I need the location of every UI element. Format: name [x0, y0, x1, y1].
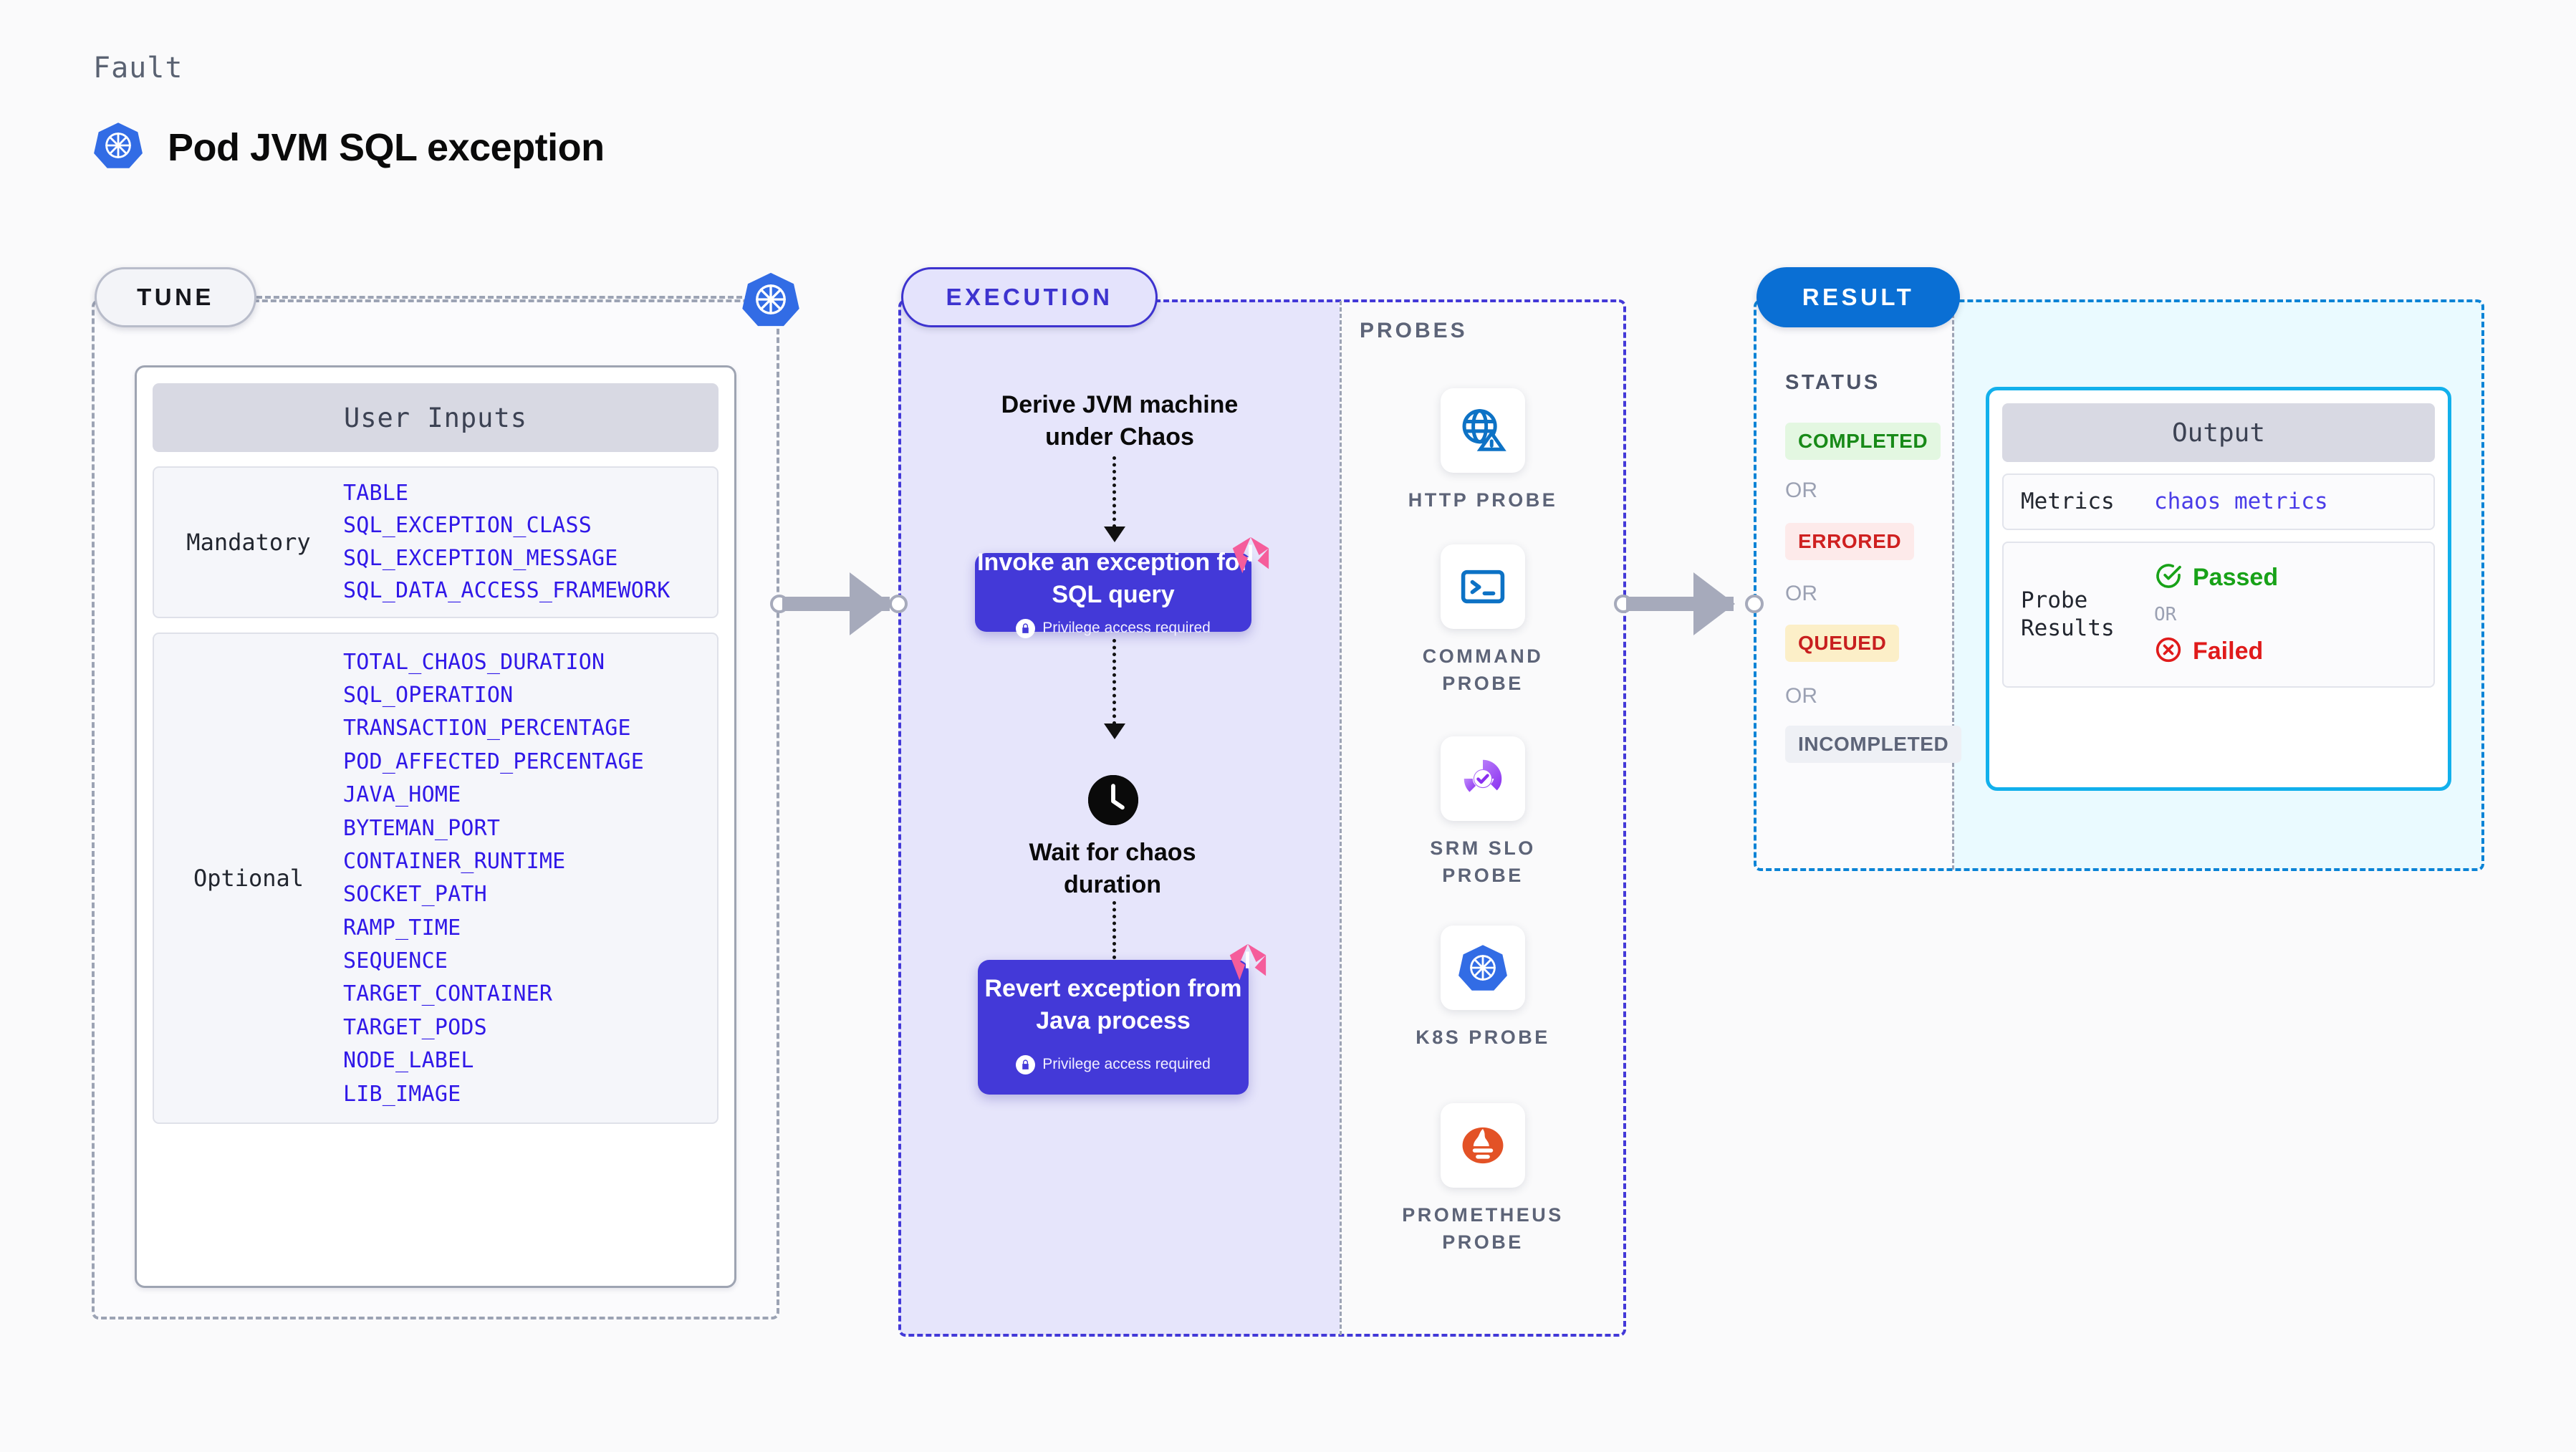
- input-item[interactable]: CONTAINER_RUNTIME: [343, 848, 566, 874]
- probe-result-failed: Failed: [2154, 635, 2278, 668]
- input-item[interactable]: SQL_EXCEPTION_MESSAGE: [343, 545, 618, 571]
- output-card: Output Metrics chaos metrics Probe Resul…: [1986, 387, 2451, 791]
- input-item[interactable]: TARGET_CONTAINER: [343, 981, 553, 1007]
- result-status-column: [1755, 301, 1954, 870]
- probe-results-label: Probe Results: [2021, 587, 2115, 641]
- terminal-icon: [1441, 544, 1525, 629]
- input-item[interactable]: SOCKET_PATH: [343, 882, 487, 908]
- probe-label: COMMAND PROBE: [1422, 645, 1544, 694]
- output-probe-results-row: Probe Results Passed OR: [2002, 541, 2435, 688]
- probe-label: HTTP PROBE: [1408, 489, 1558, 511]
- input-item[interactable]: SQL_DATA_ACCESS_FRAMEWORK: [343, 578, 671, 604]
- probe-http[interactable]: HTTP PROBE: [1393, 388, 1572, 514]
- user-inputs-header: User Inputs: [153, 383, 719, 452]
- mandatory-inputs-section: Mandatory TABLE SQL_EXCEPTION_CLASS SQL_…: [153, 466, 719, 618]
- execution-step-wait-duration: Wait for chaos duration: [1029, 839, 1196, 898]
- kubernetes-icon: [741, 270, 800, 329]
- probe-k8s[interactable]: K8S PROBE: [1393, 925, 1572, 1052]
- kubernetes-icon: [93, 120, 143, 174]
- optional-label: Optional: [193, 864, 304, 892]
- fault-eyebrow-label: Fault: [93, 52, 183, 85]
- probe-prometheus[interactable]: PROMETHEUS PROBE: [1393, 1103, 1572, 1256]
- privilege-note: Privilege access required: [1016, 1054, 1211, 1074]
- or-separator: OR: [1785, 684, 1817, 708]
- status-badge-errored: ERRORED: [1785, 523, 1915, 560]
- optional-inputs-section: Optional TOTAL_CHAOS_DURATION SQL_OPERAT…: [153, 632, 719, 1125]
- probes-section-label: PROBES: [1360, 319, 1468, 342]
- page-title: Pod JVM SQL exception: [168, 125, 605, 169]
- result-stage-pill[interactable]: RESULT: [1756, 267, 1960, 327]
- output-header: Output: [2002, 403, 2435, 462]
- or-separator: OR: [1785, 582, 1817, 605]
- probe-label: SRM SLO PROBE: [1430, 837, 1536, 886]
- status-badge-queued: QUEUED: [1785, 625, 1900, 662]
- input-item[interactable]: NODE_LABEL: [343, 1048, 474, 1074]
- globe-warning-icon: [1441, 388, 1525, 473]
- user-inputs-card: User Inputs Mandatory TABLE SQL_EXCEPTIO…: [135, 365, 736, 1288]
- lock-icon: [1016, 618, 1036, 638]
- probe-result-passed: Passed: [2154, 562, 2278, 594]
- probe-label: K8S PROBE: [1416, 1027, 1550, 1048]
- privilege-note: Privilege access required: [1016, 618, 1211, 638]
- srm-slo-icon: [1441, 736, 1525, 821]
- status-badge-incompleted: INCOMPLETED: [1785, 726, 1962, 763]
- input-item[interactable]: TARGET_PODS: [343, 1014, 487, 1040]
- input-item[interactable]: TABLE: [343, 481, 409, 506]
- input-item[interactable]: BYTEMAN_PORT: [343, 815, 501, 841]
- prometheus-icon: [1441, 1103, 1525, 1188]
- flow-arrow-line: [1112, 639, 1116, 725]
- mandatory-label: Mandatory: [186, 528, 311, 556]
- input-item[interactable]: SEQUENCE: [343, 948, 448, 974]
- input-item[interactable]: RAMP_TIME: [343, 915, 461, 941]
- kubernetes-icon: [1441, 925, 1525, 1010]
- status-heading: STATUS: [1785, 371, 1880, 394]
- clock-icon: [1088, 775, 1138, 825]
- flow-arrow-head: [1104, 723, 1125, 739]
- input-item[interactable]: JAVA_HOME: [343, 782, 461, 808]
- or-separator: OR: [2154, 603, 2177, 625]
- flow-arrow-line: [1112, 456, 1116, 528]
- x-circle-icon: [2154, 635, 2183, 668]
- execution-stage-pill[interactable]: EXECUTION: [901, 267, 1158, 327]
- result-stage-box: [1754, 299, 2484, 871]
- tune-stage-pill[interactable]: TUNE: [95, 267, 256, 327]
- input-item[interactable]: POD_AFFECTED_PERCENTAGE: [343, 749, 645, 774]
- execution-step-revert-exception[interactable]: Revert exception from Java process Privi…: [978, 943, 1267, 1095]
- page-title-row: Pod JVM SQL exception: [93, 120, 605, 174]
- probe-command[interactable]: COMMAND PROBE: [1393, 544, 1572, 698]
- input-item[interactable]: TOTAL_CHAOS_DURATION: [343, 649, 605, 675]
- flow-arrow-head: [1104, 527, 1125, 542]
- input-item[interactable]: SQL_OPERATION: [343, 682, 514, 708]
- execution-step-invoke-exception[interactable]: Invoke an exception for SQL query Privil…: [975, 537, 1269, 638]
- execution-probes-divider: [1340, 301, 1342, 1335]
- execution-stage-box: [898, 299, 1626, 1337]
- probe-label: PROMETHEUS PROBE: [1402, 1204, 1564, 1253]
- input-item[interactable]: SQL_EXCEPTION_CLASS: [343, 513, 592, 539]
- chaos-logo-icon: [1224, 940, 1269, 984]
- tune-connector-line: [256, 296, 751, 299]
- probe-srm-slo[interactable]: SRM SLO PROBE: [1393, 736, 1572, 890]
- check-circle-icon: [2154, 562, 2183, 594]
- status-badge-completed: COMPLETED: [1785, 423, 1941, 460]
- execution-step-derive-jvm: Derive JVM machine under Chaos: [1001, 391, 1239, 451]
- metrics-label: Metrics: [2021, 489, 2115, 514]
- input-item[interactable]: TRANSACTION_PERCENTAGE: [343, 716, 631, 741]
- or-separator: OR: [1785, 479, 1817, 502]
- output-metrics-row: Metrics chaos metrics: [2002, 473, 2435, 530]
- chaos-logo-icon: [1227, 533, 1272, 577]
- input-item[interactable]: LIB_IMAGE: [343, 1081, 461, 1107]
- lock-icon: [1016, 1054, 1036, 1074]
- metrics-value[interactable]: chaos metrics: [2154, 489, 2328, 515]
- flow-arrow-line: [1112, 901, 1116, 973]
